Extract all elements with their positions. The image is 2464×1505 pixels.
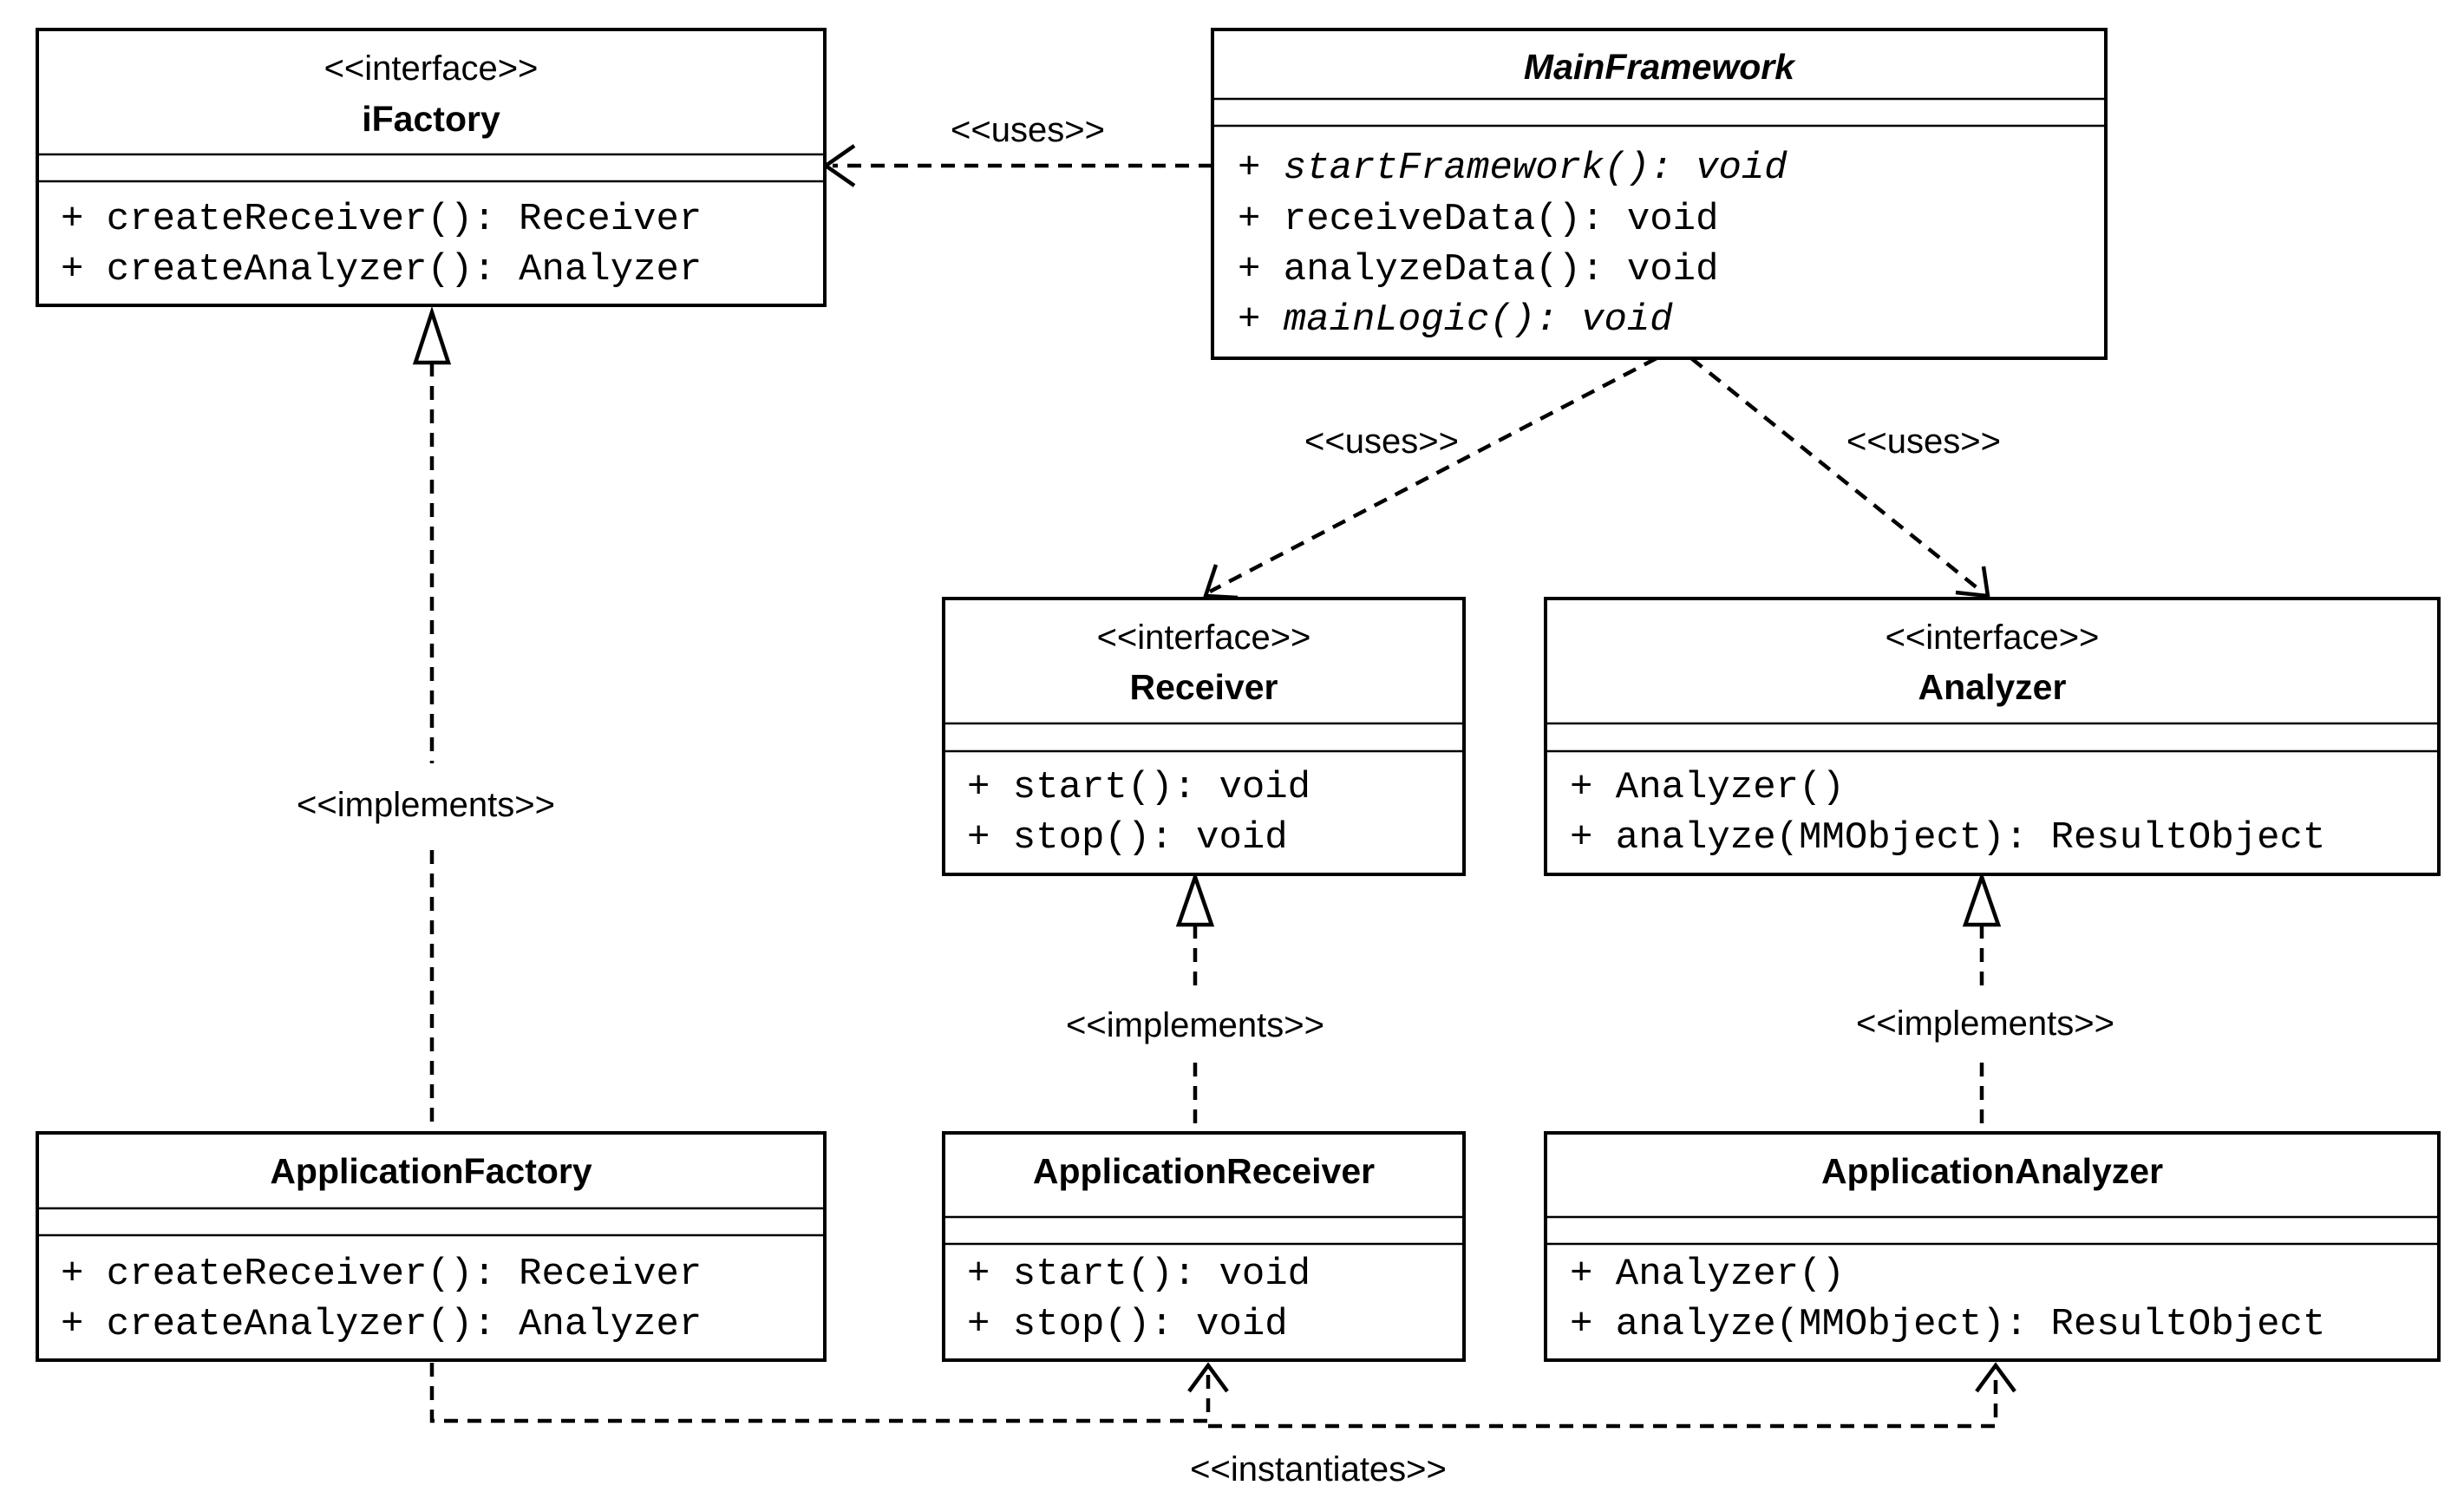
- class-receiver-method-2: + stop(): void: [967, 816, 1288, 860]
- implements-factory-label: <<implements>>: [297, 786, 555, 824]
- class-ifactory-frame: [36, 28, 827, 307]
- class-ifactory-method-1: + createReceiver(): Receiver: [61, 198, 702, 241]
- class-analyzer-frame: [1544, 597, 2441, 876]
- class-receiver-method-1: + start(): void: [967, 766, 1310, 809]
- implements-analyzer-label: <<implements>>: [1856, 1004, 2114, 1043]
- uses-analyzer-line: [1690, 357, 1984, 593]
- class-analyzer-name: Analyzer: [1918, 667, 2067, 707]
- class-ifactory[interactable]: <<interface>> iFactory + createReceiver(…: [36, 28, 827, 307]
- class-receiver[interactable]: <<interface>> Receiver + start(): void +…: [942, 597, 1466, 876]
- class-application-analyzer-method-2: + analyze(MMObject): ResultObject: [1570, 1303, 2325, 1346]
- class-application-analyzer-frame: [1544, 1131, 2441, 1362]
- implements-analyzer-triangle: [1962, 871, 2002, 927]
- class-application-factory-method-2: + createAnalyzer(): Analyzer: [61, 1303, 702, 1346]
- class-main-framework-method-3: + analyzeData(): void: [1238, 248, 1719, 291]
- class-main-framework-method-2: + receiveData(): void: [1238, 198, 1719, 241]
- relation-labels: <<uses>> <<uses>> <<uses>> <<implements>…: [297, 111, 2114, 1489]
- instantiates-receiver-arrowhead: [1187, 1362, 1229, 1393]
- class-application-factory-method-1: + createReceiver(): Receiver: [61, 1253, 702, 1296]
- class-application-analyzer[interactable]: ApplicationAnalyzer + Analyzer() + analy…: [1544, 1131, 2441, 1362]
- connectors: [412, 144, 2016, 1429]
- class-main-framework-frame: [1211, 28, 2108, 360]
- class-ifactory-name: iFactory: [362, 99, 500, 139]
- uses-analyzer-label: <<uses>>: [1846, 422, 2001, 461]
- class-application-factory[interactable]: ApplicationFactory + createReceiver(): R…: [36, 1131, 827, 1362]
- uses-receiver-label: <<uses>>: [1304, 422, 1459, 461]
- uses-analyzer-arrowhead: [1955, 566, 1990, 599]
- instantiates-line-analyzer: [1208, 1372, 1998, 1429]
- implements-receiver-triangle: [1175, 871, 1215, 927]
- uses-ifactory-label: <<uses>>: [951, 111, 1105, 149]
- class-main-framework-method-1: + startFramework(): void: [1238, 147, 1788, 190]
- class-application-receiver-name: ApplicationReceiver: [1033, 1151, 1375, 1191]
- uses-receiver-line: [1208, 357, 1658, 593]
- class-application-receiver-method-2: + stop(): void: [967, 1303, 1288, 1346]
- class-main-framework-method-4: + mainLogic(): void: [1238, 298, 1673, 342]
- class-main-framework-name: MainFramework: [1524, 47, 1796, 87]
- class-application-analyzer-name: ApplicationAnalyzer: [1821, 1151, 2163, 1191]
- class-analyzer-stereotype: <<interface>>: [1886, 618, 2100, 657]
- class-ifactory-stereotype: <<interface>>: [324, 49, 539, 88]
- class-analyzer[interactable]: <<interface>> Analyzer + Analyzer() + an…: [1544, 597, 2441, 876]
- class-receiver-name: Receiver: [1130, 667, 1278, 707]
- class-main-framework[interactable]: MainFramework + startFramework(): void +…: [1211, 28, 2108, 360]
- implements-factory-triangle: [412, 305, 452, 365]
- class-application-receiver-frame: [942, 1131, 1466, 1362]
- class-receiver-stereotype: <<interface>>: [1097, 618, 1311, 657]
- class-analyzer-method-2: + analyze(MMObject): ResultObject: [1570, 816, 2325, 860]
- instantiates-analyzer-arrowhead: [1975, 1362, 2016, 1393]
- implements-receiver-label: <<implements>>: [1066, 1006, 1324, 1044]
- class-application-factory-name: ApplicationFactory: [270, 1151, 592, 1191]
- class-application-receiver[interactable]: ApplicationReceiver + start(): void + st…: [942, 1131, 1466, 1362]
- class-receiver-frame: [942, 597, 1466, 876]
- class-application-receiver-method-1: + start(): void: [967, 1253, 1310, 1296]
- class-analyzer-method-1: + Analyzer(): [1570, 766, 1845, 809]
- instantiates-label: <<instantiates>>: [1190, 1450, 1447, 1489]
- class-application-analyzer-method-1: + Analyzer(): [1570, 1253, 1845, 1296]
- class-application-factory-frame: [36, 1131, 827, 1362]
- class-ifactory-method-2: + createAnalyzer(): Analyzer: [61, 248, 702, 291]
- instantiates-line-receiver: [429, 1363, 1211, 1423]
